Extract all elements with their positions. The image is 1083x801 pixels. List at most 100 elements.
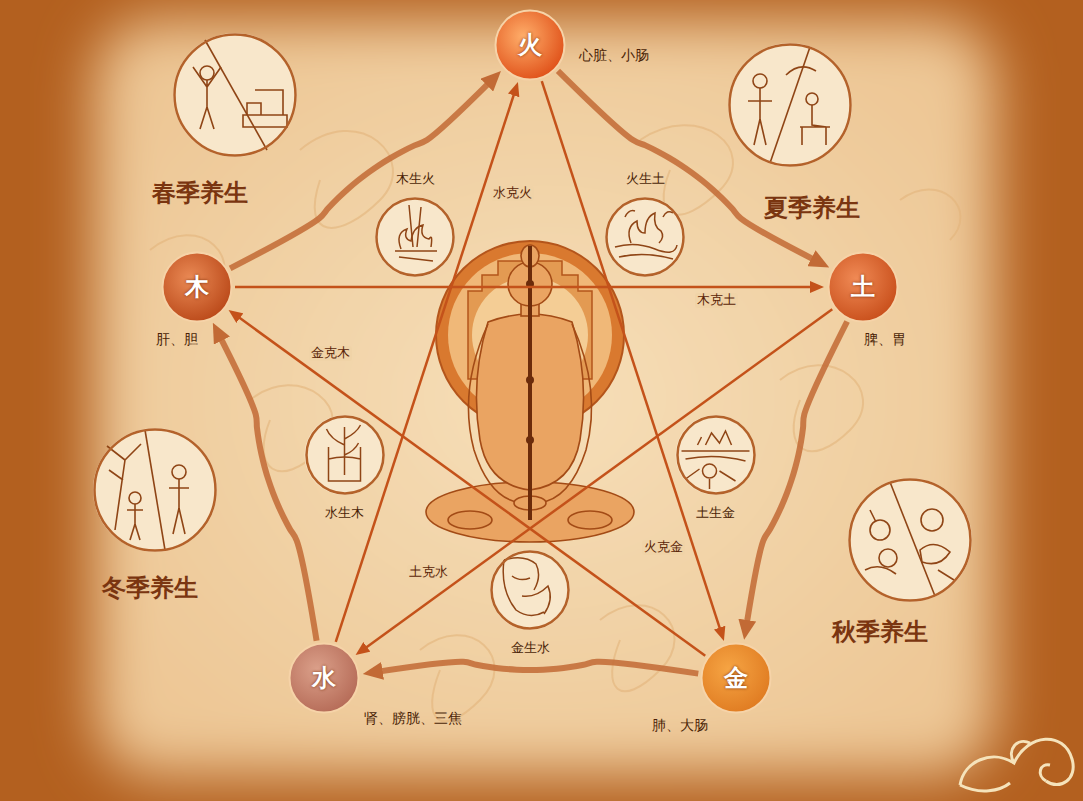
cycle-sketch — [629, 213, 663, 243]
cycle-circle-outline — [305, 415, 385, 495]
season-label: 春季养生 — [152, 179, 248, 207]
cycle-sketch — [676, 415, 756, 495]
cycle-circle: 木生火 — [375, 197, 455, 277]
season-sketch — [193, 67, 221, 129]
season-circle-shape — [175, 35, 296, 156]
restrain-arrow — [542, 81, 722, 633]
cycle-label: 木生火 — [396, 172, 435, 187]
cycle-sketch — [503, 558, 544, 616]
meditating-figure — [526, 436, 534, 444]
cloud-pattern — [600, 605, 675, 691]
season-circle-shape — [95, 430, 216, 551]
cycle-sketch — [682, 451, 750, 461]
cycle-circle-shape — [607, 199, 684, 276]
season-sketch — [93, 428, 217, 552]
parchment-glow — [95, 20, 995, 775]
season-sketch — [890, 482, 935, 596]
cycle-circle-shape — [677, 417, 754, 494]
element-name: 金 — [724, 664, 748, 692]
restrain-label: 土克水 — [407, 565, 450, 580]
cycle-label: 土生金 — [696, 506, 735, 521]
cycle-sketch — [490, 550, 570, 630]
season-sketch — [173, 33, 297, 157]
cycle-sketch — [698, 431, 732, 445]
organ-label: 肺、大肠 — [652, 717, 708, 733]
organ-label: 心脏、小肠 — [579, 47, 649, 63]
element-circle: 金肺、大肠 — [700, 642, 772, 714]
season-circle: 春季养生 — [173, 33, 297, 157]
season-circle-outline — [848, 478, 972, 602]
cloud-pattern — [900, 189, 960, 240]
element-circle: 水肾、膀胱、三焦 — [288, 642, 360, 714]
meditating-figure — [538, 324, 592, 503]
cloud-ornament — [1040, 765, 1050, 781]
restrain-label: 火克金 — [642, 540, 685, 555]
season-sketch — [748, 88, 772, 145]
cycle-sketch — [676, 415, 756, 495]
season-sketch — [172, 465, 186, 479]
season-sketch — [169, 479, 189, 534]
season-sketch — [93, 33, 972, 602]
restrain-arrow — [235, 315, 705, 656]
cycle-sketch — [375, 197, 455, 277]
element-circle-shape — [290, 644, 359, 713]
season-sketch — [865, 510, 896, 574]
cloud-ornament — [960, 739, 1073, 785]
meditating-figure — [568, 511, 612, 529]
season-circle-shape — [850, 480, 971, 601]
cycle-sketch — [703, 464, 717, 478]
season-sketch — [127, 504, 143, 540]
element-circle: 木肝、胆 — [161, 251, 233, 323]
season-sketch — [921, 509, 943, 531]
season-sketch — [243, 90, 287, 127]
season-sketch — [770, 47, 810, 163]
cycle-sketch — [605, 197, 685, 277]
generate-arrow — [219, 335, 316, 641]
restrain-label: 木克土 — [695, 293, 738, 308]
cycle-circle-shape — [492, 552, 569, 629]
cloud-ornament — [960, 783, 1010, 791]
cycle-sketch — [615, 244, 677, 259]
season-sketch — [728, 43, 852, 167]
cloud-pattern — [300, 131, 393, 228]
restrain-arrow — [362, 309, 832, 650]
cycle-label: 金生水 — [511, 641, 550, 656]
cycle-sketch — [490, 550, 570, 630]
cycle-circle-outline — [605, 197, 685, 277]
season-circle-shape — [730, 45, 851, 166]
cycle-circle-shape — [306, 417, 383, 494]
season-circle-outline — [93, 428, 217, 552]
meditating-figure — [526, 376, 534, 384]
season-sketch — [205, 40, 267, 150]
season-circle: 冬季养生 — [93, 428, 217, 552]
restrain-label: 金克木 — [309, 346, 352, 361]
cycle-circle-outline — [490, 550, 570, 630]
cycle-label: 水生木 — [325, 506, 364, 521]
season-sketch — [806, 93, 818, 105]
organ-label: 肝、胆 — [156, 331, 198, 347]
cloud-pattern — [150, 125, 960, 721]
season-sketch — [200, 66, 214, 80]
element-name: 水 — [312, 664, 336, 692]
organ-label: 脾、胃 — [864, 331, 906, 347]
season-label: 秋季养生 — [832, 618, 928, 646]
element-name: 火 — [518, 31, 542, 59]
element-name: 土 — [851, 273, 875, 301]
generate-arrow — [746, 322, 847, 627]
season-sketch — [129, 492, 141, 504]
organ-label: 肾、膀胱、三焦 — [364, 710, 462, 726]
cycle-circle-outline — [676, 415, 756, 495]
season-sketch — [728, 43, 852, 167]
generate-arrow — [230, 81, 491, 268]
element-circle-shape — [496, 11, 565, 80]
season-sketch — [870, 520, 890, 540]
cycle-sketch — [305, 415, 385, 495]
cycle-sketch — [305, 415, 385, 495]
meditating-figure — [448, 511, 492, 529]
element-circle: 火心脏、小肠 — [494, 9, 566, 81]
season-sketch — [920, 544, 954, 580]
